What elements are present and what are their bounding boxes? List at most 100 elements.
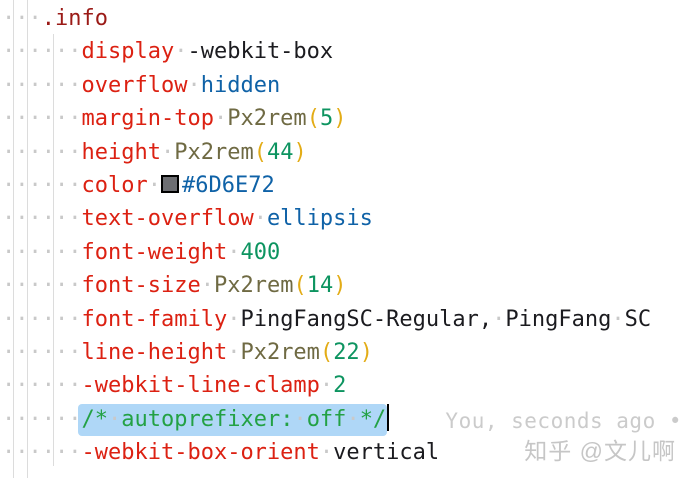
whitespace-dot: ·	[41, 39, 55, 65]
code-token: 44	[266, 139, 294, 165]
whitespace-dot: ·	[15, 406, 29, 432]
code-token: )	[359, 339, 373, 365]
whitespace-dot: ·	[41, 206, 55, 232]
code-line[interactable]: ······/*·autoprefixer:·off·*/You, second…	[2, 403, 688, 436]
code-token: #6D6E72	[181, 172, 275, 198]
blame-annotation: You, seconds ago •	[445, 408, 682, 433]
whitespace-dot: ·	[346, 406, 360, 432]
selection-highlight: /*·autoprefixer:·off·*/	[77, 403, 388, 436]
whitespace-dot: ·	[41, 373, 55, 399]
whitespace-dot: ·	[55, 172, 69, 198]
whitespace-dot: ·	[2, 273, 16, 299]
whitespace-dot: ·	[28, 39, 42, 65]
whitespace-dot: ·	[213, 106, 228, 132]
whitespace-dot: ·	[41, 139, 55, 165]
code-token: -webkit-line-clamp	[81, 373, 320, 399]
code-token: /*	[81, 406, 109, 432]
whitespace-dot: ·	[41, 440, 55, 466]
code-line[interactable]: ······-webkit-line-clamp·2	[2, 369, 688, 402]
whitespace-dot: ·	[253, 206, 267, 232]
whitespace-dot: ·	[15, 440, 29, 466]
whitespace-dot: ·	[15, 172, 29, 198]
whitespace-dot: ·	[41, 406, 55, 432]
whitespace-dot: ·	[611, 306, 625, 332]
whitespace-dot: ·	[2, 72, 16, 98]
whitespace-dot: ·	[28, 6, 42, 31]
whitespace-dot: ·	[15, 239, 29, 265]
whitespace-dot: ·	[15, 6, 29, 31]
code-token: 400	[240, 239, 281, 265]
watermark: 知乎 @文儿啊	[524, 437, 676, 464]
whitespace-dot: ·	[15, 273, 29, 299]
code-lines: ···.info······display·-webkit-box······o…	[2, 2, 688, 469]
code-token: */	[359, 406, 387, 432]
code-line[interactable]: ······font-weight·400	[2, 236, 688, 269]
code-token: line-height	[81, 339, 228, 365]
whitespace-dot: ·	[28, 273, 42, 299]
whitespace-dot: ·	[174, 39, 188, 65]
code-token: 5	[319, 106, 334, 132]
code-token: font-size	[81, 273, 201, 299]
whitespace-dot: ·	[2, 6, 16, 31]
whitespace-dot: ·	[2, 172, 16, 198]
code-token: )	[293, 139, 307, 165]
whitespace-dot: ·	[2, 339, 16, 365]
code-line[interactable]: ······font-size·Px2rem(14)	[2, 269, 688, 302]
code-token: 2	[333, 373, 347, 399]
whitespace-dot: ·	[68, 172, 82, 198]
whitespace-dot: ·	[28, 339, 42, 365]
whitespace-dot: ·	[2, 139, 16, 165]
code-line[interactable]: ······height·Px2rem(44)	[2, 136, 688, 169]
whitespace-dot: ·	[15, 206, 29, 232]
code-token: Px2rem	[213, 273, 294, 299]
whitespace-dot: ·	[293, 406, 307, 432]
whitespace-dot: ·	[28, 306, 42, 332]
code-token: off	[306, 406, 347, 432]
code-token: )	[333, 106, 347, 132]
code-line[interactable]: ······display·-webkit-box	[2, 35, 688, 68]
code-token: font-family	[81, 306, 228, 332]
whitespace-dot: ·	[41, 339, 55, 365]
code-token: PingFang	[505, 306, 612, 332]
code-line[interactable]: ······overflow·hidden	[2, 69, 688, 102]
whitespace-dot: ·	[319, 373, 334, 399]
whitespace-dot: ·	[2, 406, 16, 432]
whitespace-dot: ·	[15, 339, 29, 365]
whitespace-dot: ·	[55, 239, 69, 265]
whitespace-dot: ·	[28, 139, 42, 165]
whitespace-dot: ·	[68, 139, 82, 165]
code-token: )	[333, 273, 347, 299]
code-line[interactable]: ······-webkit-box-orient·vertical	[2, 436, 688, 469]
code-token: -webkit-box-orient	[81, 440, 320, 466]
whitespace-dot: ·	[160, 139, 175, 165]
code-line[interactable]: ······margin-top·Px2rem(5)	[2, 102, 688, 135]
code-line[interactable]: ······color·#6D6E72	[2, 169, 688, 202]
indent-guide	[53, 34, 54, 466]
code-line[interactable]: ···.info	[2, 2, 688, 35]
code-line[interactable]: ······line-height·Px2rem(22)	[2, 336, 688, 369]
code-token: SC	[624, 306, 652, 332]
code-line[interactable]: ······font-family·PingFangSC-Regular,·Pi…	[2, 303, 688, 336]
code-token: (	[253, 139, 267, 165]
code-token: 14	[306, 273, 334, 299]
whitespace-dot: ·	[15, 106, 29, 132]
indent-guide	[13, 0, 14, 478]
color-swatch[interactable]	[160, 174, 179, 193]
whitespace-dot: ·	[68, 306, 82, 332]
whitespace-dot: ·	[41, 273, 55, 299]
whitespace-dot: ·	[68, 106, 82, 132]
whitespace-dot: ·	[200, 273, 214, 299]
whitespace-dot: ·	[55, 206, 69, 232]
code-token: (	[306, 106, 320, 132]
whitespace-dot: ·	[68, 373, 82, 399]
code-token: overflow	[81, 72, 188, 98]
whitespace-dot: ·	[68, 239, 82, 265]
whitespace-dot: ·	[15, 39, 29, 65]
whitespace-dot: ·	[55, 306, 69, 332]
whitespace-dot: ·	[147, 172, 161, 198]
whitespace-dot: ·	[55, 106, 69, 132]
code-line[interactable]: ······text-overflow·ellipsis	[2, 202, 688, 235]
whitespace-dot: ·	[319, 440, 334, 466]
code-token: -webkit-box	[187, 39, 334, 65]
